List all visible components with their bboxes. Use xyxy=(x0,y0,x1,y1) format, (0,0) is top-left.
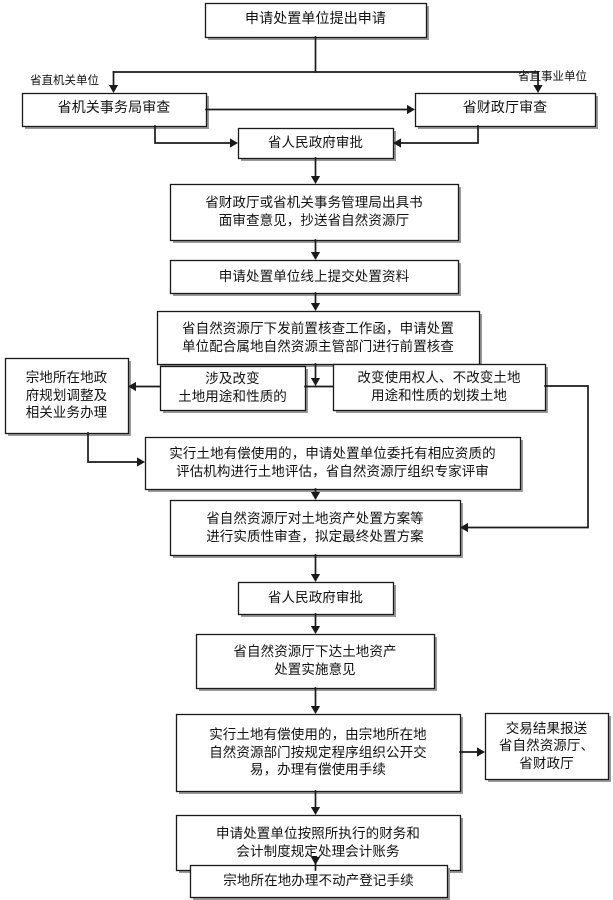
node-label-online-submit-materials: 申请处置单位线上提交处置资料 xyxy=(218,268,410,284)
node-label-land-appraisal-expert-review: 实行土地有偿使用的，申请处置单位委托有相应资质的 评估机构进行土地评估，省自然资… xyxy=(169,446,496,479)
arrowhead-down xyxy=(310,626,321,634)
arrowhead-down xyxy=(108,85,119,93)
arrowhead-right xyxy=(137,457,145,467)
node-border xyxy=(332,363,547,412)
node-border xyxy=(204,2,428,39)
connector-edge-written-opinion-to-online-submit xyxy=(310,239,321,260)
connector-edge-accounting-to-registration xyxy=(310,857,321,871)
connector-line xyxy=(399,125,479,144)
node-label-branch-change-user-allocated-land: 改变使用权人、不改变土地 用途和性质的划拨土地 xyxy=(357,370,521,403)
node-provincial-government-approval-2 xyxy=(237,581,396,617)
arrowhead-right xyxy=(477,747,485,757)
connector-line xyxy=(466,385,589,529)
arrowhead-down xyxy=(533,85,543,93)
connector-edge-online-submit-to-pre-verification xyxy=(310,292,321,311)
node-border xyxy=(175,713,462,793)
edge-label-provincial-organ-unit: 省直机关单位 xyxy=(30,75,99,87)
node-border xyxy=(414,92,597,128)
connector-edge-implementation-to-transaction xyxy=(310,687,321,714)
node-public-transaction-paid-use xyxy=(175,713,463,794)
connector-edge-pre-verification-to-branches xyxy=(310,363,321,386)
connector-edge-organ-to-gov-approval xyxy=(154,125,238,148)
connector-edge-substantive-review-to-gov-approval2 xyxy=(310,554,321,582)
arrowhead-down xyxy=(310,807,321,815)
node-label-written-review-opinion-issued: 省财政厅或省机关事务管理局出具书 面审查意见，抄送省自然资源厅 xyxy=(205,195,423,228)
arrowhead-down xyxy=(310,574,321,582)
node-label-provincial-government-approval-2: 省人民政府审批 xyxy=(267,590,364,606)
arrowhead-down xyxy=(310,252,321,260)
node-pre-verification-work-letter xyxy=(156,310,482,367)
node-label-substantive-review-final-plan: 省自然资源厅对土地资产处置方案等 进行实质性审查，拟定最终处置方案 xyxy=(206,510,424,544)
node-border xyxy=(159,365,307,412)
node-border xyxy=(484,712,610,781)
connector-edge-allocated-land-to-substantive-review xyxy=(460,385,589,533)
arrowhead-down xyxy=(310,378,321,386)
node-label-implementation-opinion-issued: 省自然资源厅下达土地资产 处置实施意见 xyxy=(233,644,397,677)
node-branch-change-land-use-nature xyxy=(159,365,308,413)
edge-label-provincial-institution-unit: 省直事业单位 xyxy=(518,71,587,83)
arrowhead-right xyxy=(407,104,415,115)
node-provincial-government-approval-1 xyxy=(237,127,396,161)
arrowhead-down xyxy=(310,492,321,500)
node-label-provincial-finance-department-review: 省财政厅审查 xyxy=(462,101,548,117)
node-local-government-planning-adjustment xyxy=(4,357,131,436)
connector-edge-gov-approval-to-written-opinion xyxy=(310,157,321,184)
node-provincial-finance-department-review xyxy=(414,92,598,129)
node-written-review-opinion-issued xyxy=(169,183,461,243)
node-label-real-estate-registration: 宗地所在地办理不动产登记手续 xyxy=(223,873,414,889)
node-border xyxy=(169,259,460,295)
connector-edge-split-to-organ-bureau xyxy=(108,71,119,93)
connector-edge-organ-to-finance xyxy=(205,104,415,115)
node-accounting-treatment xyxy=(175,814,463,873)
node-border xyxy=(237,581,395,616)
node-label-provincial-government-approval-1: 省人民政府审批 xyxy=(267,135,364,151)
connector-edge-transaction-to-result-report xyxy=(459,747,485,757)
node-branch-change-user-allocated-land xyxy=(332,363,548,413)
arrowhead-right xyxy=(230,138,238,148)
node-substantive-review-final-plan xyxy=(169,499,463,558)
node-label-transaction-result-report: 交易结果报送 省自然资源厅、 省财政厅 xyxy=(498,720,595,771)
arrowhead-down xyxy=(310,857,321,865)
node-border xyxy=(175,814,462,872)
node-border xyxy=(195,633,436,690)
arrowhead-left xyxy=(393,138,401,148)
node-label-public-transaction-paid-use: 实行土地有偿使用的，由宗地所在地 自然资源部门按规定程序组织公开交 易，办理有偿… xyxy=(209,727,427,778)
arrowhead-down xyxy=(310,706,321,714)
node-border xyxy=(169,183,460,242)
node-border xyxy=(156,310,481,366)
connector-edge-split-to-finance-dept xyxy=(533,71,543,93)
node-implementation-opinion-issued xyxy=(195,633,437,691)
node-label-branch-change-land-use-nature: 涉及改变 土地用途和性质的 xyxy=(178,371,287,404)
connector-edge-finance-to-gov-approval xyxy=(393,125,479,148)
node-border xyxy=(4,357,130,435)
node-border xyxy=(144,436,522,491)
connector-edge-change-use-to-planning xyxy=(128,381,161,392)
node-land-appraisal-expert-review xyxy=(144,436,523,492)
arrowhead-down xyxy=(310,176,321,184)
arrowhead-left xyxy=(460,522,468,533)
arrowhead-left xyxy=(128,381,136,392)
node-apply-submit xyxy=(204,2,429,40)
node-label-accounting-treatment: 申请处置单位按照所执行的财务和 会计制度规定处理会计账务 xyxy=(216,825,420,859)
node-label-local-government-planning-adjustment: 宗地所在地政 府规划调整及 相关业务办理 xyxy=(25,370,108,421)
node-label-provincial-organ-affairs-bureau-review: 省机关事务局审查 xyxy=(57,101,171,117)
node-label-pre-verification-work-letter: 省自然资源厅下发前置核查工作函，申请处置 单位配合属地自然资源主管部门进行前置核… xyxy=(182,320,454,354)
connector-edge-planning-to-appraisal xyxy=(87,432,145,467)
node-online-submit-materials xyxy=(169,259,461,296)
node-transaction-result-report xyxy=(484,712,611,782)
connector-edge-appraisal-to-substantive-review xyxy=(310,488,321,500)
node-real-estate-registration xyxy=(189,864,450,900)
arrowhead-down xyxy=(310,303,321,311)
connector-edge-transaction-to-accounting xyxy=(310,790,321,815)
connector-edge-gov-approval2-to-implementation xyxy=(310,613,321,634)
node-border xyxy=(169,499,462,557)
node-label-apply-submit: 申请处置单位提出申请 xyxy=(245,11,386,27)
node-border xyxy=(237,127,395,160)
connector-line xyxy=(154,125,232,144)
connector-line xyxy=(87,432,139,463)
node-border xyxy=(189,864,449,899)
